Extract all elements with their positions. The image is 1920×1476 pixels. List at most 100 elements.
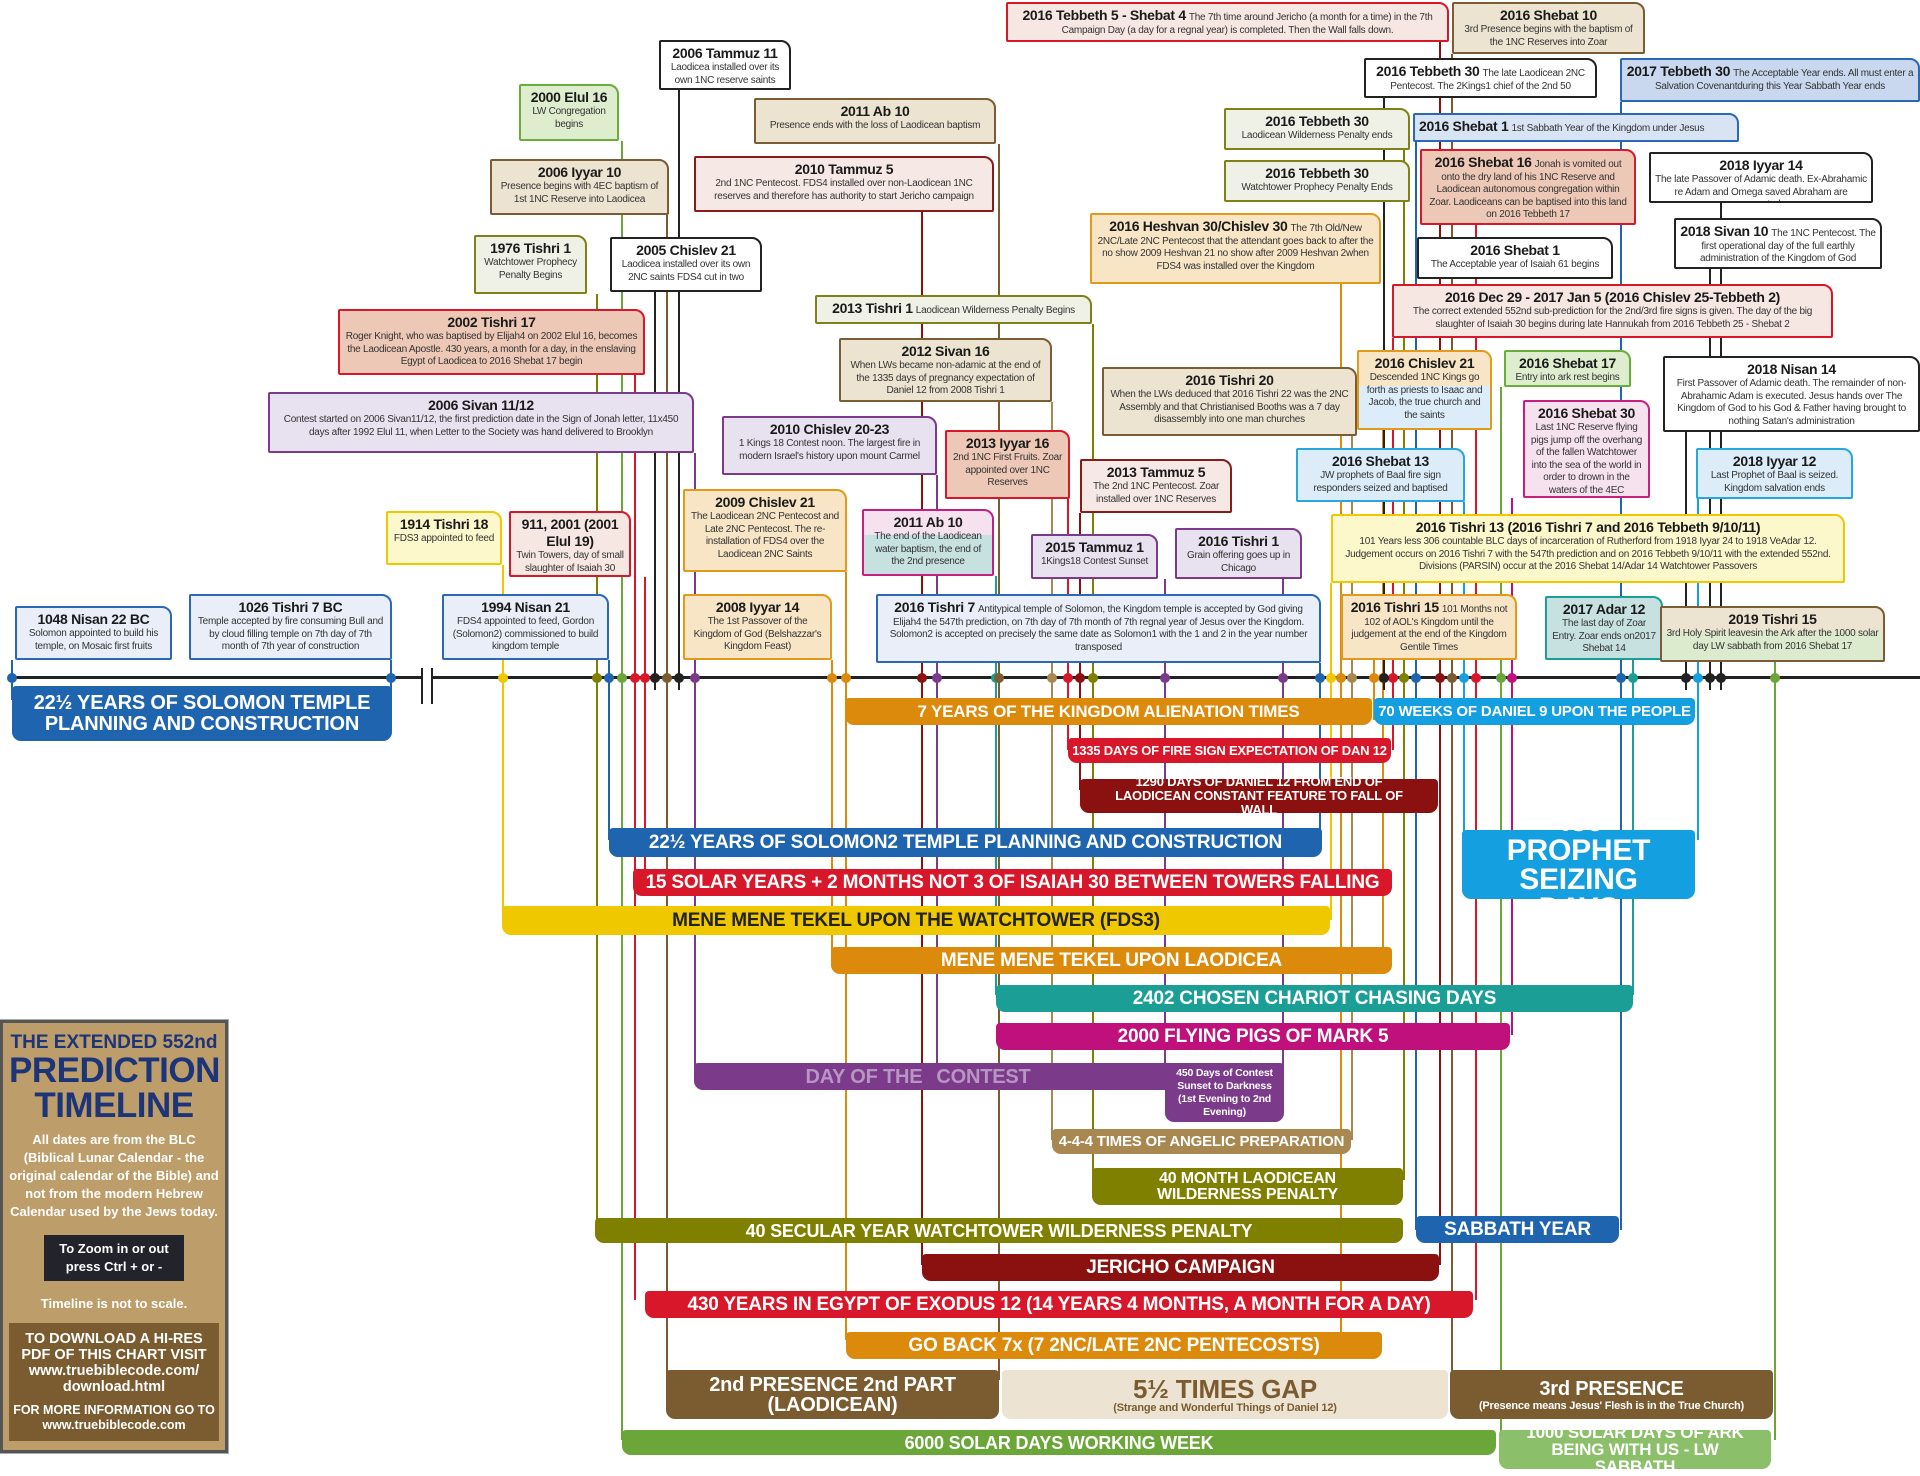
bar-kingdom-alienation[interactable]: 7 YEARS OF THE KINGDOM ALIENATION TIMES: [845, 698, 1372, 725]
bar-mene-watchtower[interactable]: MENE MENE TEKEL UPON THE WATCHTOWER (FDS…: [502, 906, 1330, 935]
bar-solomon-temple[interactable]: 22½ YEARS OF SOLOMON TEMPLE PLANNING AND…: [12, 686, 392, 741]
bar-15-solar-years[interactable]: 15 SOLAR YEARS + 2 MONTHS NOT 3 OF ISAIA…: [633, 869, 1392, 896]
bar-6000-solar-days[interactable]: 6000 SOLAR DAYS WORKING WEEK: [622, 1430, 1496, 1455]
timeline-dot: [662, 673, 672, 683]
bar-5-5-times-gap[interactable]: 5½ TIMES GAP(Strange and Wonderful Thing…: [1002, 1370, 1448, 1419]
download-link[interactable]: TO DOWNLOAD A HI-RES PDF OF THIS CHART V…: [21, 1331, 207, 1395]
bar-2000-pigs[interactable]: 2000 FLYING PIGS OF MARK 5: [996, 1023, 1510, 1050]
event-date: 2011 Ab 10: [893, 514, 963, 530]
event-date: 2016 Tebbeth 5 - Shebat 4: [1022, 7, 1186, 23]
timeline-dot: [932, 673, 942, 683]
bar-40-secular-year[interactable]: 40 SECULAR YEAR WATCHTOWER WILDERNESS PE…: [595, 1218, 1403, 1243]
bar-2402-chariot[interactable]: 2402 CHOSEN CHARIOT CHASING DAYS: [996, 985, 1633, 1012]
event-text: The correct extended 552nd sub-predictio…: [1412, 306, 1813, 330]
timeline-dot: [1693, 673, 1703, 683]
event-2016-dec-29[interactable]: 2016 Dec 29 - 2017 Jan 5 (2016 Chislev 2…: [1392, 284, 1833, 338]
more-info-link[interactable]: FOR MORE INFORMATION GO TO www.truebible…: [13, 1403, 215, 1432]
bar-label: 3rd PRESENCE: [1539, 1377, 1684, 1400]
bar-mene-laodicea[interactable]: MENE MENE TEKEL UPON LAODICEA: [831, 947, 1392, 974]
timeline-dot: [592, 673, 602, 683]
event-date: 2016 Dec 29 - 2017 Jan 5 (2016 Chislev 2…: [1444, 289, 1781, 305]
bar-jericho-campaign[interactable]: JERICHO CAMPAIGN: [922, 1254, 1439, 1281]
event-2016-tishri-13[interactable]: 2016 Tishri 13 (2016 Tishri 7 and 2016 T…: [1331, 514, 1845, 583]
timeline-dot: [1388, 673, 1398, 683]
bar-2nd-presence[interactable]: 2nd PRESENCE 2nd PART (LAODICEAN): [666, 1370, 999, 1419]
bar-1000-solar-days[interactable]: 1000 SOLAR DAYS OF ARK BEING WITH US - L…: [1499, 1424, 1771, 1475]
bar-430-years-egypt[interactable]: 430 YEARS IN EGYPT OF EXODUS 12 (14 YEAR…: [645, 1291, 1473, 1318]
bar-40-month-penalty[interactable]: 40 MONTH LAODICEAN WILDERNESS PENALTY: [1092, 1168, 1403, 1205]
bar-solomon2-temple[interactable]: 22½ YEARS OF SOLOMON2 TEMPLE PLANNING AN…: [609, 828, 1322, 857]
bar-450-days-contest[interactable]: 450 Days of Contest Sunset to Darkness (…: [1165, 1063, 1284, 1122]
bar-label: 70 WEEKS OF DANIEL 9 UPON THE PEOPLE: [1378, 702, 1691, 720]
connector-line: [1632, 660, 1634, 995]
event-date: 1026 Tishri 7 BC: [238, 599, 343, 615]
bar-sabbath-year[interactable]: SABBATH YEAR: [1416, 1216, 1619, 1243]
event-date: 1048 Nisan 22 BC: [37, 611, 150, 627]
event-911-2001[interactable]: 911, 2001 (2001 Elul 19)Twin Towers, day…: [509, 511, 631, 577]
event-date: 2013 Tishri 1: [832, 300, 913, 316]
event-date: 2016 Shebat 13: [1332, 453, 1429, 469]
bar-3rd-presence[interactable]: 3rd PRESENCE(Presence means Jesus' Flesh…: [1450, 1370, 1773, 1419]
bar-70-weeks[interactable]: 70 WEEKS OF DANIEL 9 UPON THE PEOPLE: [1374, 698, 1695, 725]
event-date: 2008 Iyyar 14: [715, 599, 800, 615]
event-date: 2016 Tishri 13 (2016 Tishri 7 and 2016 T…: [1415, 519, 1761, 535]
bar-1290-days[interactable]: 1290 DAYS OF DANIEL 12 FROM END OF LAODI…: [1080, 775, 1438, 817]
bar-4-4-4-times[interactable]: 4-4-4 TIMES OF ANGELIC PREPARATION: [1052, 1129, 1351, 1154]
bar-label: 430 YEARS IN EGYPT OF EXODUS 12 (14 YEAR…: [687, 1293, 1431, 1315]
connector-line: [1500, 387, 1502, 1440]
event-date: 2016 Shebat 10: [1500, 7, 1597, 23]
bar-1335-days[interactable]: 1335 DAYS OF FIRE SIGN EXPECTATION OF DA…: [1068, 738, 1391, 763]
connector-line: [995, 576, 997, 995]
event-text: Temple accepted by fire consuming Bull a…: [197, 616, 384, 652]
bar-go-back-7x[interactable]: GO BACK 7x (7 2NC/LATE 2NC PENTECOSTS): [846, 1332, 1382, 1359]
bar-450-prophet[interactable]: 450 PROPHET SEIZING DAYS: [1462, 806, 1695, 923]
timeline-dot: [498, 673, 508, 683]
